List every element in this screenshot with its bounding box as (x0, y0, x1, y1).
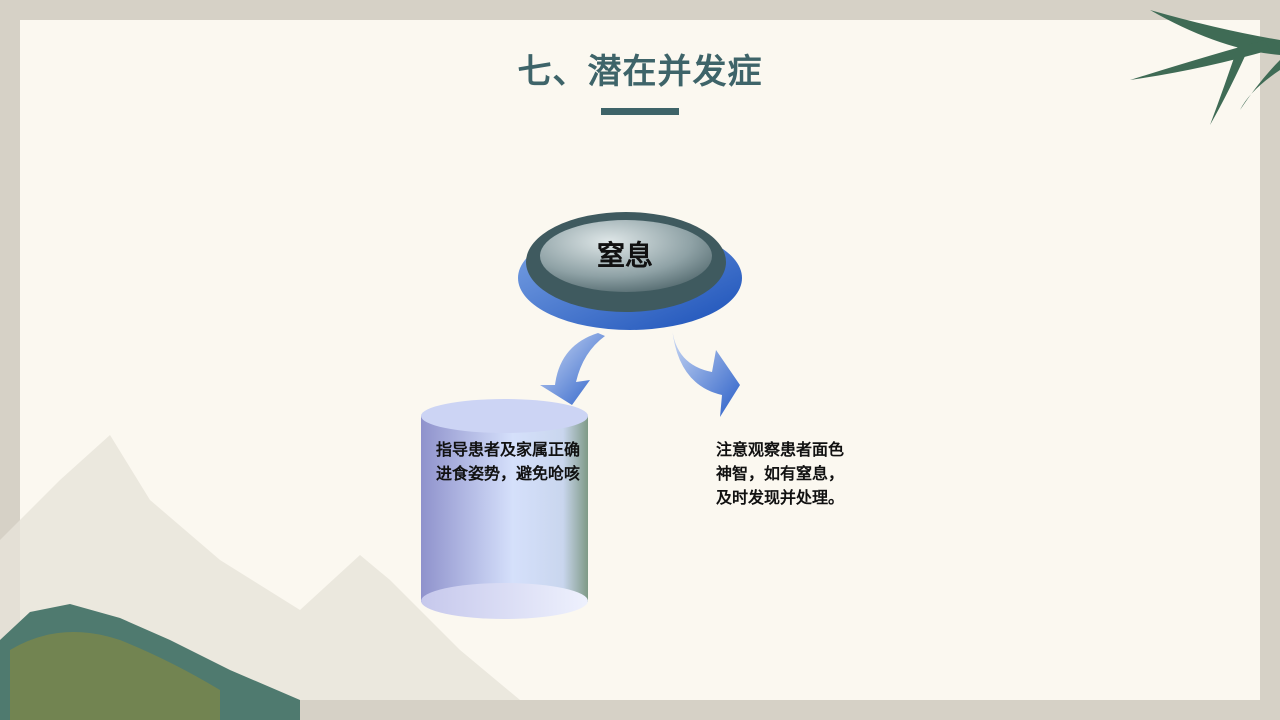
mountain-decoration (0, 435, 520, 720)
title-underline (601, 108, 679, 115)
cylinder-shape (421, 399, 588, 619)
hub-label: 窒息 (596, 239, 653, 272)
hub-disc (518, 212, 742, 330)
page-title: 七、潜在并发症 (517, 52, 763, 92)
branch-text-left: 指导患者及家属正确进食姿势，避免呛咳 (436, 440, 581, 483)
left-arrow (540, 333, 605, 405)
leaf-decoration (1130, 10, 1280, 125)
right-arrow (672, 328, 740, 417)
branch-text-right: 注意观察患者面色神智，如有窒息，及时发现并处理。 (716, 440, 845, 507)
